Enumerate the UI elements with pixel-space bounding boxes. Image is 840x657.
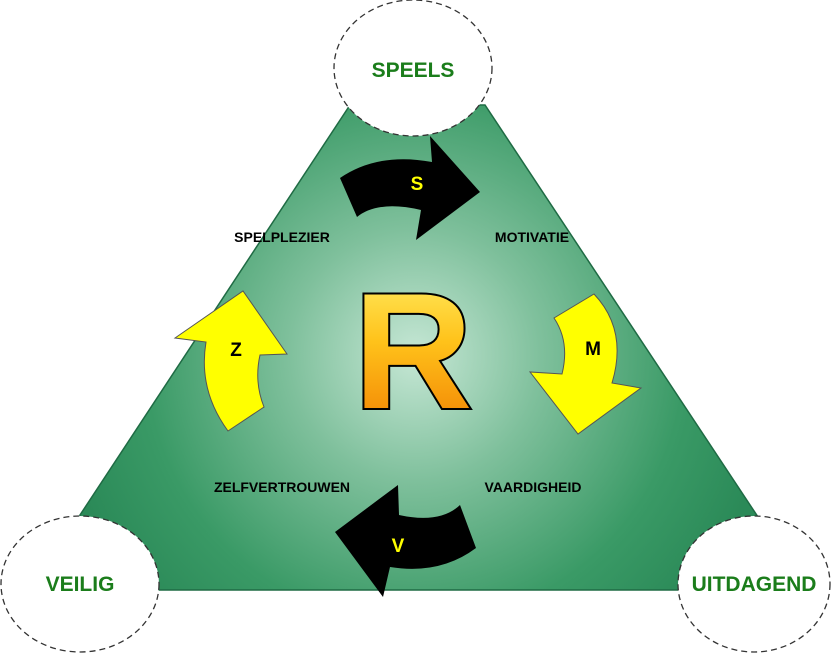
label-vaardigheid: VAARDIGHEID xyxy=(485,479,582,495)
center-letter: R xyxy=(353,259,472,443)
corner-bottom-right: UITDAGEND xyxy=(677,515,831,653)
corner-bottom-right-circle xyxy=(677,515,831,653)
corner-top-circle xyxy=(333,0,493,137)
arrow-left-letter: Z xyxy=(230,340,242,361)
arrow-bottom-shape xyxy=(335,485,476,597)
arrow-right-letter: M xyxy=(585,339,601,360)
corner-bottom-right-label: UITDAGEND xyxy=(692,573,817,596)
arrow-right-shape xyxy=(528,293,643,435)
arrow-top: S xyxy=(340,136,480,240)
arrow-left-shape xyxy=(173,290,288,432)
arrow-top-shape xyxy=(340,136,480,240)
arrow-left: Z xyxy=(173,290,288,432)
label-zelfvertrouwen: ZELFVERTROUWEN xyxy=(214,479,350,495)
arrow-right: M xyxy=(528,293,643,435)
corner-bottom-left: VEILIG xyxy=(0,515,160,653)
arrow-bottom-letter: V xyxy=(392,536,405,557)
label-motivatie: MOTIVATIE xyxy=(495,229,569,245)
label-spelplezier: SPELPLEZIER xyxy=(234,229,330,245)
arrow-bottom: V xyxy=(335,485,476,597)
corner-bottom-left-label: VEILIG xyxy=(46,573,115,596)
corner-bottom-left-circle xyxy=(0,515,160,653)
arrow-top-letter: S xyxy=(411,174,424,195)
corner-top: SPEELS xyxy=(333,0,493,137)
corner-top-label: SPEELS xyxy=(372,59,455,82)
